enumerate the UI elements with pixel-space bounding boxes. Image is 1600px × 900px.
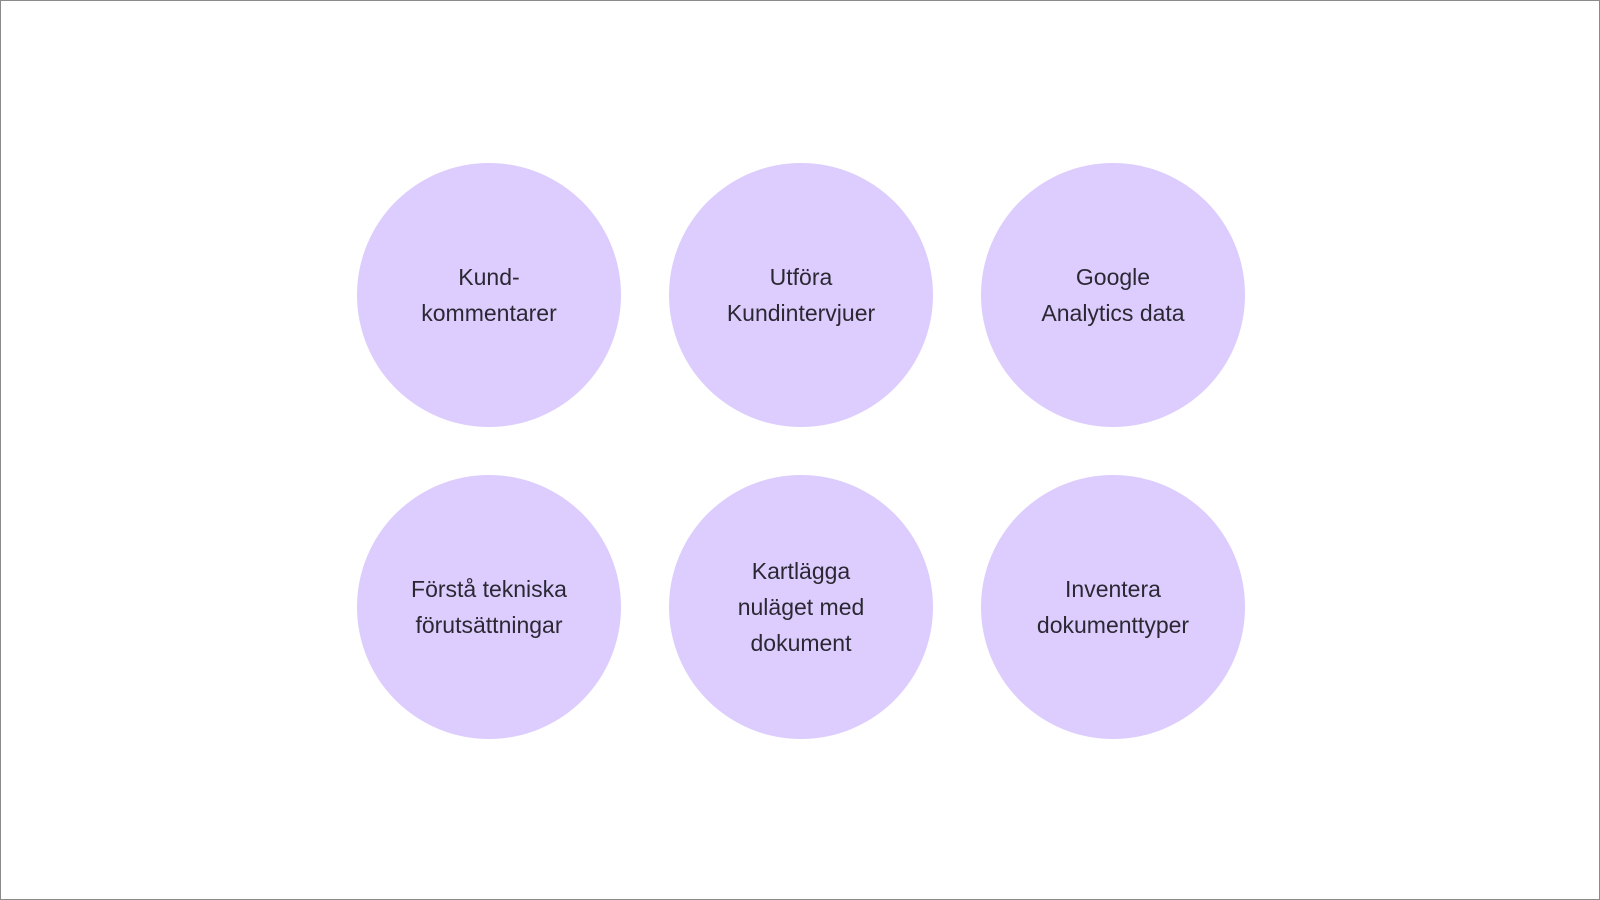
circle-label: Inventera dokumenttyper [1036,576,1190,638]
circle-inventera-dokumenttyper: Inventera dokumenttyper [981,475,1245,739]
circle-label: Kartlägga nuläget med dokument [737,558,865,656]
circle-label: Utföra Kundintervjuer [726,264,876,326]
circle-kundkommentarer: Kund- kommentarer [357,163,621,427]
circle-label: Google Analytics data [1041,264,1185,326]
circle-utfora-kundintervjuer: Utföra Kundintervjuer [669,163,933,427]
circle-forsta-tekniska-forutsattningar: Förstå tekniska förutsättningar [357,475,621,739]
circle-kartlagga-nulaget: Kartlägga nuläget med dokument [669,475,933,739]
circle-label: Kund- kommentarer [421,264,557,326]
circle-label: Förstå tekniska förutsättningar [411,576,567,638]
circle-google-analytics-data: Google Analytics data [981,163,1245,427]
